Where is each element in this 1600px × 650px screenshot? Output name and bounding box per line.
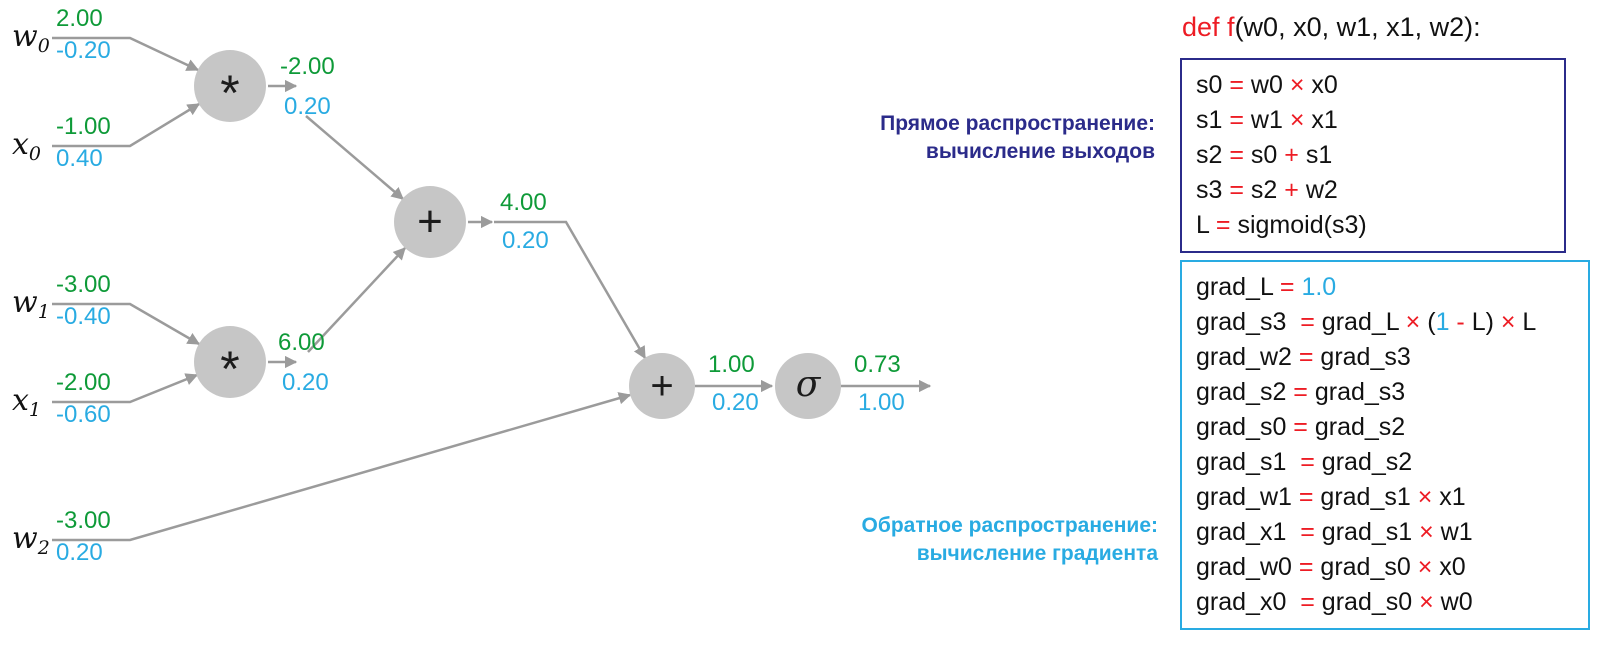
forward-value-L: 0.73 — [854, 351, 901, 378]
input-label-w0: w0 — [12, 19, 50, 57]
edge-mul2-to-add1 — [307, 247, 406, 353]
edge-w2-to-add2 — [52, 392, 632, 542]
add-node-2-symbol: + — [650, 364, 673, 408]
code-line-grad-s1: grad_s1 = grad_s2 — [1196, 448, 1413, 476]
code-line-grad-w0: grad_w0 = grad_s0 × x0 — [1196, 553, 1466, 581]
gradient-value-s0: 0.20 — [284, 93, 331, 120]
code-line-s2: s2 = s0 + s1 — [1196, 141, 1333, 169]
edge-w0-to-mul1 — [52, 36, 200, 72]
add-node-1-symbol: + — [417, 197, 443, 246]
mul-node-1-symbol: * — [220, 65, 239, 121]
forward-value-w2: -3.00 — [56, 507, 111, 534]
code-line-s3: s3 = s2 + w2 — [1196, 176, 1338, 204]
edge-x0-to-mul1 — [52, 102, 201, 148]
edge-add1-to-add2 — [494, 220, 647, 360]
forward-value-w0: 2.00 — [56, 5, 103, 32]
code-line-s0: s0 = w0 × x0 — [1196, 71, 1338, 99]
input-label-x1: x1 — [12, 383, 41, 421]
sigmoid-node — [775, 353, 841, 419]
code-def-line: def f(w0, x0, w1, x1, w2): — [1182, 12, 1481, 42]
forward-annotation: Прямое распространение: вычисление выход… — [880, 110, 1155, 166]
code-line-grad-x1: grad_x1 = grad_s1 × w1 — [1196, 518, 1473, 546]
mul-node-2 — [194, 326, 266, 398]
backward-annotation-line2: вычисление градиента — [916, 542, 1158, 565]
input-label-x0: x0 — [12, 127, 41, 165]
gradient-value-s2: 0.20 — [502, 227, 549, 254]
gradient-value-x0: 0.40 — [56, 145, 103, 172]
forward-value-w1: -3.00 — [56, 271, 111, 298]
code-line-grad-x0: grad_x0 = grad_s0 × w0 — [1196, 588, 1473, 616]
gradient-value-s3: 0.20 — [712, 389, 759, 416]
gradient-value-s1: 0.20 — [282, 369, 329, 396]
gradient-value-w0: -0.20 — [56, 37, 111, 64]
code-line-grad-w1: grad_w1 = grad_s1 × x1 — [1196, 483, 1466, 511]
sigmoid-node-symbol: σ — [796, 364, 822, 405]
forward-code-box: s0 = w0 × x0 s1 = w1 × x1 s2 = s0 + s1 s… — [1180, 58, 1566, 253]
forward-value-x0: -1.00 — [56, 113, 111, 140]
mul-node-2-symbol: * — [220, 341, 239, 397]
backward-annotation: Обратное распространение: вычисление гра… — [862, 512, 1158, 568]
forward-value-s1: 6.00 — [278, 329, 325, 356]
forward-annotation-line2: вычисление выходов — [925, 140, 1155, 163]
mul-node-1 — [194, 50, 266, 122]
input-label-w2: w2 — [12, 521, 50, 559]
forward-value-s2: 4.00 — [500, 189, 547, 216]
input-label-w1: w1 — [12, 285, 50, 323]
edge-w1-to-mul2 — [52, 302, 201, 346]
add-node-2 — [629, 353, 695, 419]
forward-annotation-line1: Прямое распространение: — [880, 112, 1155, 135]
gradient-value-x1: -0.60 — [56, 401, 111, 428]
forward-value-s0: -2.00 — [280, 53, 335, 80]
gradient-value-L: 1.00 — [858, 389, 905, 416]
gradient-value-w2: 0.20 — [56, 539, 103, 566]
code-line-grad-s2: grad_s2 = grad_s3 — [1196, 378, 1406, 406]
edge-x1-to-mul2 — [52, 373, 199, 404]
forward-value-x1: -2.00 — [56, 369, 111, 396]
backward-annotation-line1: Обратное распространение: — [861, 514, 1158, 537]
code-line-grad-s3: grad_s3 = grad_L × (1 - L) × L — [1196, 308, 1537, 336]
gradient-value-w1: -0.40 — [56, 303, 111, 330]
backward-code-box: grad_L = 1.0 grad_s3 = grad_L × (1 - L) … — [1180, 260, 1590, 630]
code-line-grad-L: grad_L = 1.0 — [1196, 273, 1337, 301]
computation-graph: * * + + σ w0 x0 w1 x1 w2 2.00 -0.20 -1.0… — [12, 5, 932, 566]
code-line-grad-w2: grad_w2 = grad_s3 — [1196, 343, 1411, 371]
add-node-1 — [394, 186, 466, 258]
code-line-s1: s1 = w1 × x1 — [1196, 106, 1338, 134]
forward-value-s3: 1.00 — [708, 351, 755, 378]
code-line-L: L = sigmoid(s3) — [1196, 211, 1367, 239]
edge-mul1-to-add1 — [305, 115, 404, 200]
code-line-grad-s0: grad_s0 = grad_s2 — [1196, 413, 1406, 441]
